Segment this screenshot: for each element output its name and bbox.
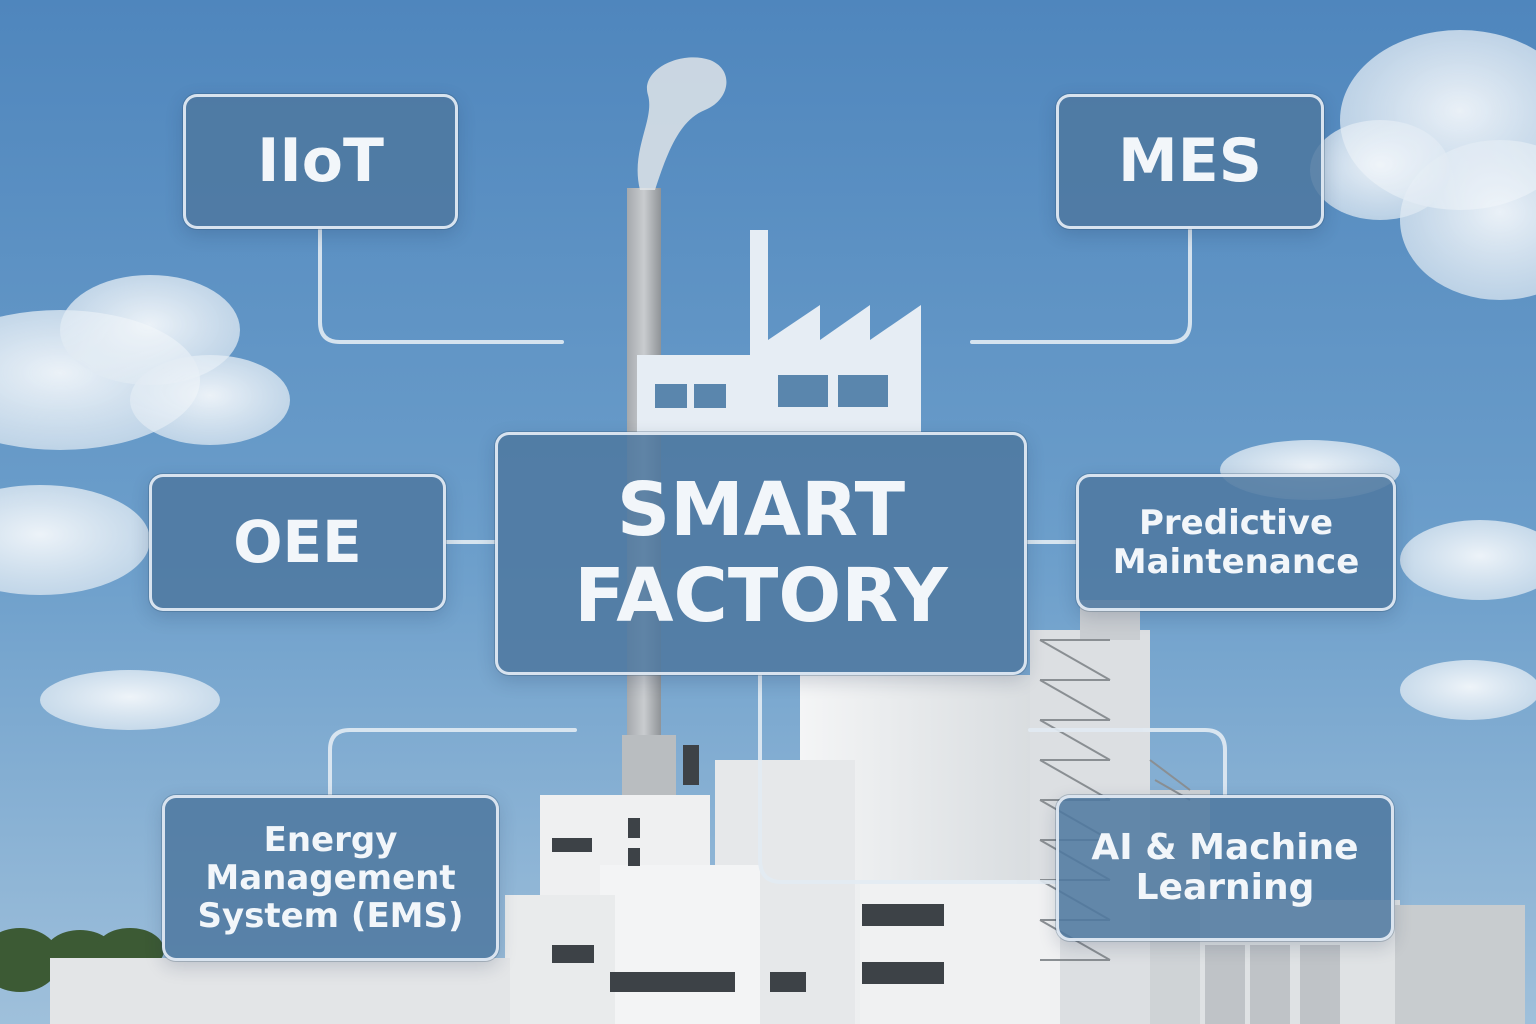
ems-line-2: Management xyxy=(205,857,456,898)
node-energy-management-system: Energy Management System (EMS) xyxy=(162,795,499,961)
cloud-left xyxy=(0,275,290,730)
node-oee-label: OEE xyxy=(233,508,362,577)
ai-line-2: Learning xyxy=(1135,867,1315,908)
connectors xyxy=(318,227,1227,884)
center-line-2: FACTORY xyxy=(574,552,948,639)
factory-icon xyxy=(637,230,921,433)
node-ai-machine-learning: AI & Machine Learning xyxy=(1056,795,1394,941)
node-mes: MES xyxy=(1056,94,1324,229)
center-line-1: SMART xyxy=(616,467,906,554)
node-iiot: IIoT xyxy=(183,94,458,229)
node-smart-factory: SMART FACTORY xyxy=(495,432,1027,675)
pm-line-2: Maintenance xyxy=(1112,541,1360,582)
ems-line-1: Energy xyxy=(263,819,398,860)
ai-line-1: AI & Machine xyxy=(1091,826,1359,868)
pm-line-1: Predictive xyxy=(1138,503,1334,544)
ems-line-3: System (EMS) xyxy=(197,896,464,937)
node-predictive-maintenance: Predictive Maintenance xyxy=(1076,474,1396,611)
node-iiot-label: IIoT xyxy=(257,125,384,196)
node-mes-label: MES xyxy=(1118,125,1262,196)
node-oee: OEE xyxy=(149,474,446,611)
